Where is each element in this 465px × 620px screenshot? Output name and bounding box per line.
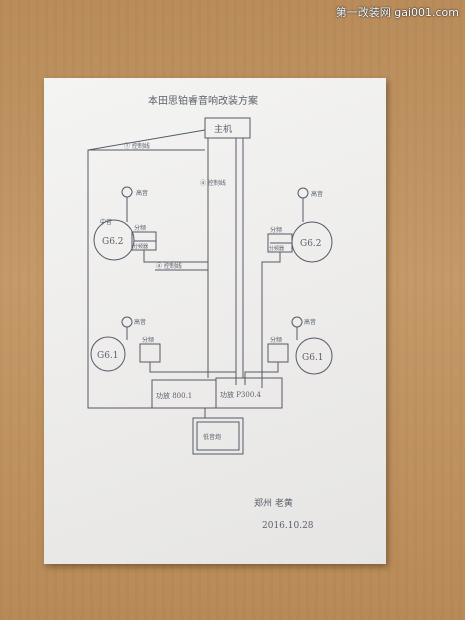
diagram-title: 本田思铂睿音响改装方案 [148,94,258,107]
mid-label-top-left: 中音 [100,218,112,226]
subwoofer-label: 低音炮 [203,433,221,441]
tweeter-top-left [121,186,133,198]
crossover-box-top-left: 分频器 [133,243,148,250]
signature: 郑州 老黄 [254,497,293,509]
subwoofer-box [192,417,244,455]
crossover-bottom-left [139,343,161,363]
crossover-label-top-right: 分频 [270,226,282,234]
woofer-label-top-left: G6.2 [102,237,124,247]
tweeter-label-top-right: 高音 [311,190,323,198]
control-wire-label-2: ④ 控制线 [200,179,226,187]
woofer-top-left [93,219,135,261]
paper-sheet [44,78,386,564]
amp-left-label: 功放 800.1 [156,391,192,400]
tweeter-bottom-left [121,316,133,328]
watermark: 第一改装网 gai001.com [335,6,459,19]
head-unit-box [204,117,251,139]
control-wire-label-3: ④ 控制线 [156,262,182,270]
crossover-label-bottom-right: 分频 [270,336,282,344]
tweeter-bottom-right [291,316,303,328]
crossover-label-bottom-left: 分频 [142,336,154,344]
woofer-bottom-left [90,336,126,372]
amp-right-label: 功放 P300.4 [220,390,262,399]
tweeter-label-bottom-left: 高音 [134,318,146,326]
date: 2016.10.28 [262,521,314,531]
woofer-label-bottom-left: G6.1 [97,351,119,361]
crossover-label-top-left: 分频 [134,224,146,232]
crossover-box-top-right: 分频器 [269,245,284,252]
head-unit-label: 主机 [214,123,232,135]
crossover-bottom-right [267,343,289,363]
woofer-bottom-right [295,337,333,375]
tweeter-label-top-left: 高音 [136,189,148,197]
woofer-label-bottom-right: G6.1 [302,353,324,363]
tweeter-top-right [297,187,309,199]
woofer-label-top-right: G6.2 [300,239,322,249]
amp-right-box [215,377,283,409]
tweeter-label-bottom-right: 高音 [304,318,316,326]
control-wire-label-1: ① 控制线 [124,142,150,150]
